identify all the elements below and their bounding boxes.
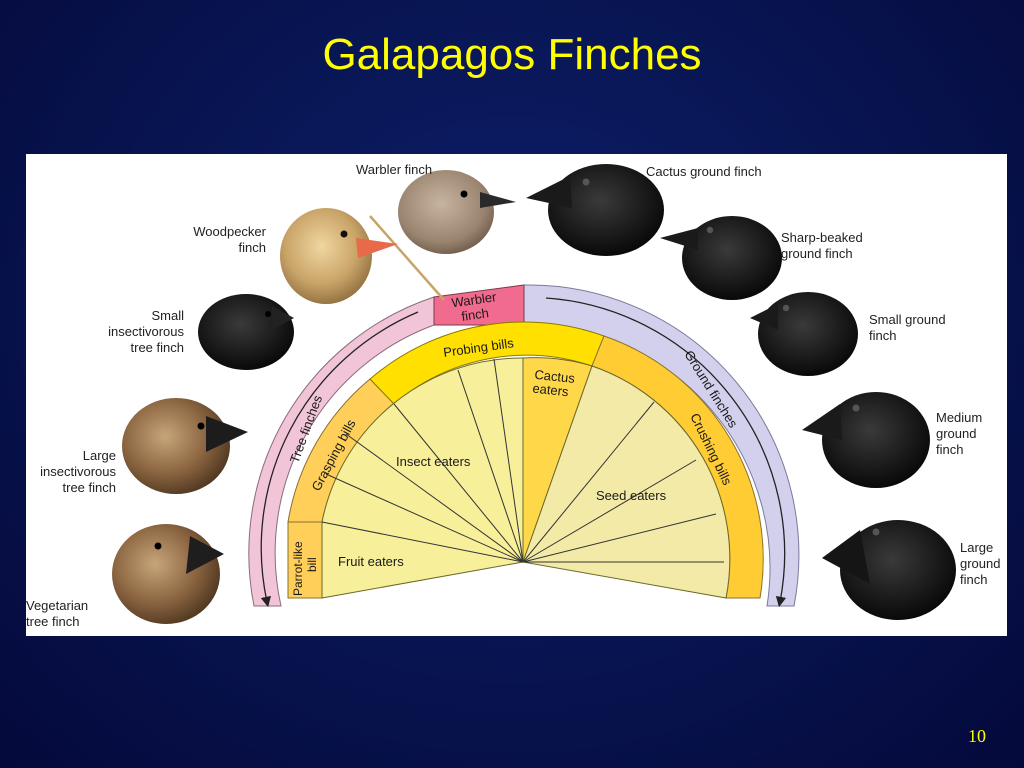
large-ground-finch-head — [822, 520, 956, 620]
tree-finches-arrow — [260, 311, 419, 608]
large-ground-finch-label-1: Large — [960, 540, 993, 555]
slide-title: Galapagos Finches — [322, 30, 702, 79]
seed-eaters-label: Seed eaters — [596, 488, 667, 503]
medium-ground-finch-head — [802, 392, 930, 488]
ground-finches-arrow — [545, 297, 787, 608]
medium-ground-finch-label-2: ground — [936, 426, 976, 441]
small-insectivorous-label-3: tree finch — [131, 340, 184, 355]
large-insectivorous-label-3: tree finch — [63, 480, 116, 495]
small-insectivorous-label-1: Small — [151, 308, 184, 323]
finch-diagram: Tree finches Ground finches Warbler finc… — [26, 162, 1000, 629]
large-ground-finch-label-3: finch — [960, 572, 987, 587]
vegetarian-labels: Vegetarian tree finch — [26, 598, 88, 629]
small-ground-finch-label-1: Small ground — [869, 312, 946, 327]
vegetarian-tree-finch-head — [112, 524, 224, 624]
woodpecker-finch-label-1: Woodpecker — [193, 224, 266, 239]
warbler-finch-label: Warbler finch — [356, 162, 432, 177]
large-insectivorous-label-2: insectivorous — [40, 464, 116, 479]
parrot-bill-line1: Parrot-like — [291, 541, 305, 596]
medium-ground-finch-label-3: finch — [936, 442, 963, 457]
small-insectivorous-label-2: insectivorous — [108, 324, 184, 339]
finch-diagram-panel: Tree finches Ground finches Warbler finc… — [26, 154, 1007, 636]
sharp-beaked-label-2: ground finch — [781, 246, 853, 261]
small-ground-finch-head — [750, 292, 858, 376]
medium-ground-finch-label-1: Medium — [936, 410, 982, 425]
fruit-eaters-label: Fruit eaters — [338, 554, 404, 569]
left-bird-labels: Woodpecker finch Small insectivorous tre… — [40, 224, 267, 495]
cactus-eaters-line1: Cactus — [534, 367, 576, 386]
warbler-cell-line2: finch — [460, 305, 489, 324]
fan-spokes — [321, 358, 724, 563]
seed-eaters-sector — [522, 365, 731, 599]
large-insectivorous-tree-finch-head — [122, 398, 248, 494]
cactus-ground-finch-label: Cactus ground finch — [646, 164, 762, 179]
large-insectivorous-label-1: Large — [83, 448, 116, 463]
warbler-cell-line1: Warbler — [451, 289, 498, 310]
woodpecker-finch-label-2: finch — [239, 240, 266, 255]
slide-number: 10 — [968, 726, 986, 746]
small-insectivorous-tree-finch-head — [198, 294, 294, 370]
woodpecker-stick — [369, 215, 445, 301]
vegetarian-label-1: Vegetarian — [26, 598, 88, 613]
sharp-beaked-label-1: Sharp-beaked — [781, 230, 863, 245]
sharp-beaked-ground-finch-head — [660, 216, 782, 300]
insect-eaters-label: Insect eaters — [396, 454, 471, 469]
right-bird-labels: Cactus ground finch Sharp-beaked ground … — [646, 164, 1000, 587]
parrot-bill-line2: bill — [305, 557, 319, 572]
small-ground-finch-label-2: finch — [869, 328, 896, 343]
insect-fruit-sector — [321, 357, 524, 599]
warbler-finch-head — [398, 170, 516, 254]
woodpecker-finch-head — [280, 208, 398, 304]
vegetarian-label-2: tree finch — [26, 614, 79, 629]
cactus-eaters-line2: eaters — [532, 381, 570, 400]
cactus-ground-finch-head — [526, 164, 664, 256]
large-ground-finch-label-2: ground — [960, 556, 1000, 571]
